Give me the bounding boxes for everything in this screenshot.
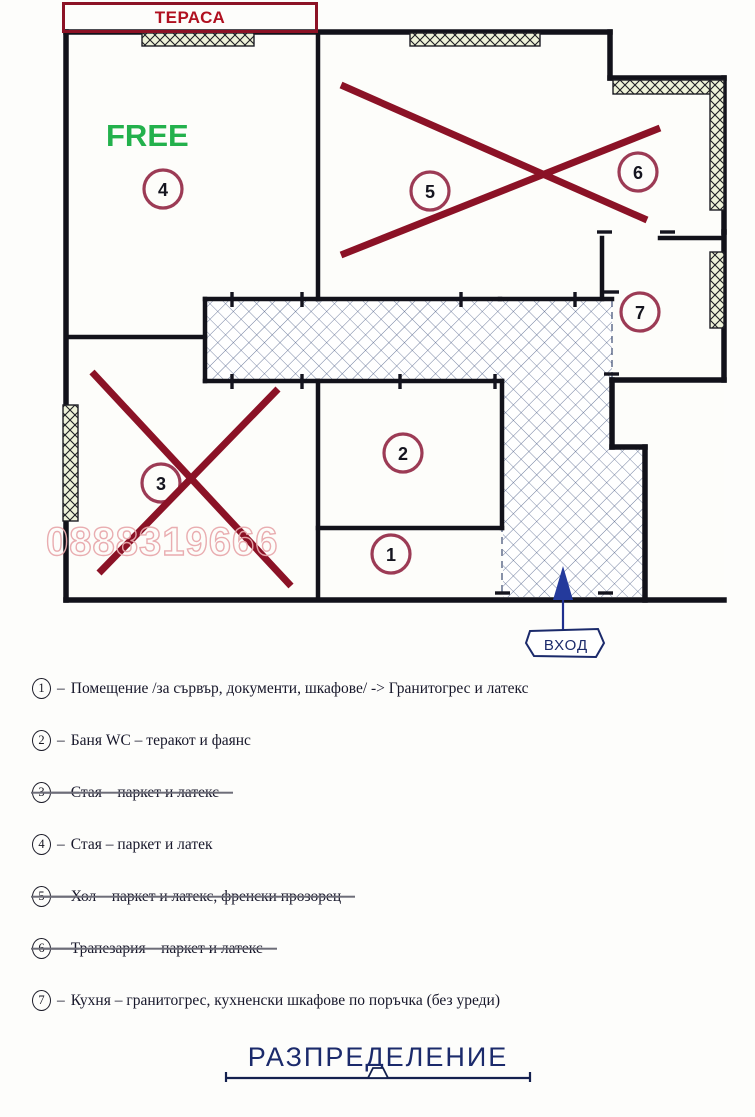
windows — [62, 32, 725, 522]
window-room7-east — [709, 251, 725, 329]
legend-item-5: 5 – Хол – паркет и латекс, френски прозо… — [32, 886, 341, 907]
window-room3-west — [62, 404, 79, 522]
terrace-box: ТЕРАСА — [62, 2, 318, 33]
strikeout-marks — [89, 81, 662, 589]
legend-dash-4: – — [57, 835, 65, 853]
free-label: FREE — [106, 118, 189, 153]
legend-text-5: Хол – паркет и латекс, френски прозорец — [70, 887, 342, 905]
legend-dash-7: – — [57, 991, 65, 1009]
room-marker-2: 2 — [382, 432, 424, 474]
svg-text:1: 1 — [386, 545, 396, 565]
window-room6-north — [612, 79, 725, 95]
legend-item-1: 1 – Помещение /за сървър, документи, шка… — [32, 678, 529, 699]
legend-item-2: 2 – Баня WC – теракот и фаянс — [32, 730, 251, 751]
strikeout-room5-6-a — [339, 81, 649, 224]
room-marker-5: 5 — [409, 170, 451, 212]
legend-item-4: 4 – Стая – паркет и латек — [32, 834, 213, 855]
legend-text-7: Кухня – гранитогрес, кухненски шкафове п… — [70, 991, 500, 1009]
floor-plan-drawing: 1 2 3 4 5 6 7 — [62, 29, 727, 645]
room-marker-1: 1 — [370, 533, 412, 575]
door-jamb-marks — [230, 230, 675, 595]
legend-number-1: 1 — [32, 678, 51, 699]
legend-number-2: 2 — [32, 730, 51, 751]
room-marker-4: 4 — [142, 168, 184, 210]
legend-text-1: Помещение /за сървър, документи, шкафове… — [70, 679, 529, 697]
legend-item-3: 3 – Стая – паркет и латекс — [32, 782, 219, 803]
svg-text:5: 5 — [425, 182, 435, 202]
window-room6-east — [709, 79, 725, 211]
legend-text-4: Стая – паркет и латек — [70, 835, 213, 853]
entrance-arrow-icon — [553, 566, 573, 600]
svg-text:4: 4 — [158, 180, 168, 200]
legend-text-2: Баня WC – теракот и фаянс — [70, 731, 251, 749]
window-room5-north — [409, 32, 541, 47]
legend-dash-1: – — [57, 679, 65, 697]
legend-dash-2: – — [57, 731, 65, 749]
room-marker-3: 3 — [140, 462, 182, 504]
strikeout-room5-6-b — [339, 124, 662, 259]
svg-text:6: 6 — [633, 163, 643, 183]
svg-text:2: 2 — [398, 444, 408, 464]
room-markers: 1 2 3 4 5 6 7 — [140, 151, 661, 575]
svg-text:7: 7 — [635, 303, 645, 323]
legend-number-7: 7 — [32, 990, 51, 1011]
room-marker-7: 7 — [619, 291, 661, 333]
interior-walls — [63, 29, 727, 603]
entrance-label: ВХОД — [544, 637, 588, 654]
room-marker-6: 6 — [617, 151, 659, 193]
terrace-label: ТЕРАСА — [154, 7, 226, 27]
handwritten-title-block: РАЗПРЕДЕЛЕНИЕ — [0, 1032, 755, 1097]
window-room4-north — [141, 32, 255, 47]
handwritten-title: РАЗПРЕДЕЛЕНИЕ — [247, 1042, 508, 1072]
strikeout-room3-b — [96, 386, 281, 576]
legend-text-6: Трапезария – паркет и латекс — [70, 939, 263, 957]
legend-item-6: 6 – Трапезария – паркет и латекс — [32, 938, 263, 959]
svg-text:3: 3 — [156, 474, 166, 494]
legend-text-3: Стая – паркет и латекс — [70, 783, 220, 801]
legend-number-4: 4 — [32, 834, 51, 855]
entrance-tag: ВХОД — [524, 627, 606, 659]
legend-item-7: 7 – Кухня – гранитогрес, кухненски шкафо… — [32, 990, 500, 1011]
legend-list: 1 – Помещение /за сървър, документи, шка… — [0, 660, 755, 1050]
